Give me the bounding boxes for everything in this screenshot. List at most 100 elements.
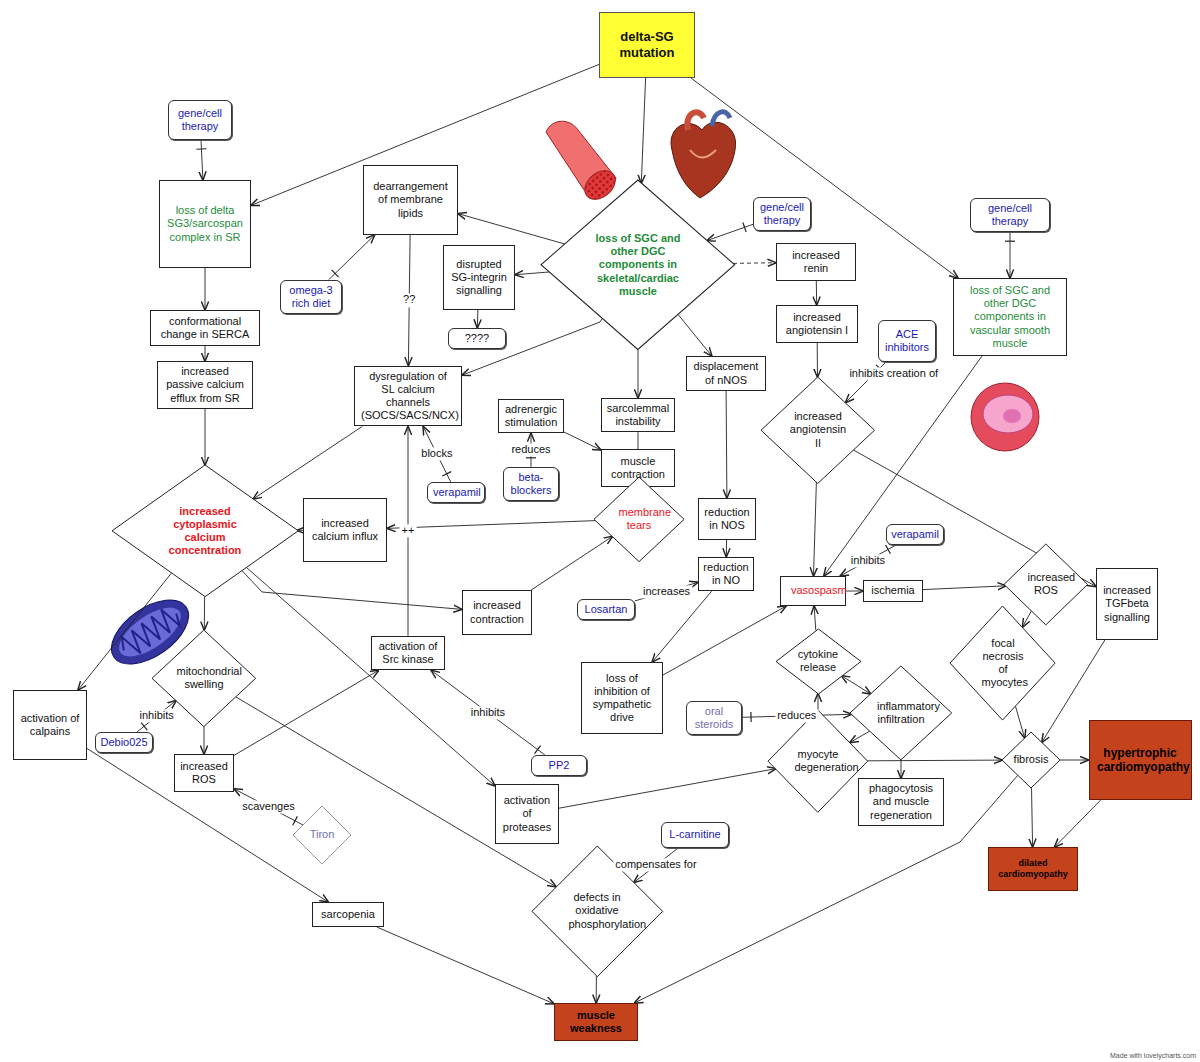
node-text: defects in oxidative phosphorylation xyxy=(569,891,626,931)
connector xyxy=(816,281,817,305)
connector xyxy=(850,731,870,743)
node-text: gene/cell therapy xyxy=(975,202,1045,228)
decision-diamond: increased cytoplasmic calcium concentrat… xyxy=(112,465,298,597)
inhibition-bar xyxy=(535,746,541,754)
connector xyxy=(817,343,818,377)
connector xyxy=(458,214,565,245)
connector xyxy=(87,749,328,903)
decision-diamond: inflammatory infiltration xyxy=(850,666,952,760)
heart-chamber xyxy=(690,150,716,158)
edge-label: increases xyxy=(641,585,692,598)
connector xyxy=(205,268,206,310)
node-text: verapamil xyxy=(433,486,479,499)
connector xyxy=(840,545,896,576)
connector xyxy=(205,346,206,361)
node-text: increased ROS xyxy=(179,760,229,786)
intervention-box: Losartan xyxy=(577,599,635,620)
node-text: L-carnitine xyxy=(669,828,720,841)
node-text: inflammatory infiltration xyxy=(877,700,925,726)
decision-diamond: focal necrosis of myocytes xyxy=(950,606,1055,720)
connector xyxy=(707,224,753,240)
diamond-shape xyxy=(112,465,298,597)
diamond-shape xyxy=(776,629,861,694)
connector xyxy=(377,927,554,1004)
process-box: increased passive calcium efflux from SR xyxy=(157,361,253,409)
process-box: increased renin xyxy=(776,243,856,281)
intervention-box: verapamil xyxy=(886,524,944,545)
connector xyxy=(824,356,982,576)
connector xyxy=(477,310,479,328)
connector xyxy=(253,426,362,499)
node-text: disrupted SG-integrin signalling xyxy=(448,258,510,298)
decision-diamond: myocyte degeneration xyxy=(768,710,868,812)
decision-diamond: increased ROS xyxy=(1004,544,1088,625)
node-text: increased angiotensin I xyxy=(781,311,853,337)
diamond-shape xyxy=(293,806,351,864)
intervention-box: gene/cell therapy xyxy=(970,198,1050,232)
diamond-shape xyxy=(1002,732,1060,788)
process-box: increased angiotensin I xyxy=(776,305,858,343)
decision-diamond: increased angiotensin II xyxy=(761,377,875,483)
process-box: increased TGFbeta signalling xyxy=(1096,568,1158,640)
intervention-box: Debio025 xyxy=(95,732,153,753)
node-text: gene/cell therapy xyxy=(173,107,227,133)
node-text: ???? xyxy=(465,332,489,345)
node-text: increased TGFbeta signalling xyxy=(1101,584,1153,624)
diamond-shape xyxy=(768,710,868,812)
watermark: Made with lovelycharts.com xyxy=(1110,1052,1196,1060)
inhibition-bar xyxy=(1005,241,1015,242)
node-text: Losartan xyxy=(585,603,628,616)
intervention-box: beta-blockers xyxy=(503,467,559,501)
node-text: omega-3 rich diet xyxy=(285,284,337,310)
cell-picture xyxy=(971,383,1039,451)
connector xyxy=(1060,760,1089,761)
connector xyxy=(329,235,375,280)
inhibition-bar xyxy=(886,545,891,554)
node-text: phagocytosis and muscle regeneration xyxy=(863,782,939,822)
connector xyxy=(234,789,303,825)
node-text: mitochondrial swelling xyxy=(176,665,231,691)
node-text: increased cytoplasmic calcium concentrat… xyxy=(158,505,251,558)
inhibition-bar xyxy=(332,270,339,277)
intervention-box: verapamil xyxy=(427,482,485,503)
node-text: muscle weakness xyxy=(559,1009,633,1035)
diamond-shape xyxy=(1004,544,1088,625)
connector xyxy=(814,606,816,630)
connector xyxy=(1016,706,1025,738)
connector xyxy=(901,760,902,778)
process-box: loss of SGC and other DGC components in … xyxy=(953,278,1067,356)
node-text: loss of delta SG3/sarcospan complex in S… xyxy=(164,204,246,244)
connector xyxy=(204,726,205,754)
process-box: dysregulation of SL calcium channels (SO… xyxy=(354,366,462,427)
connector xyxy=(818,694,819,710)
connector xyxy=(205,409,206,465)
inhibition-bar xyxy=(442,472,451,476)
decision-diamond: loss of SGC and other DGC components in … xyxy=(541,180,735,350)
edge-label: compensates for xyxy=(613,859,698,872)
process-box: increased contraction xyxy=(462,590,532,635)
inhibition-bar xyxy=(293,816,298,825)
inhibition-bar xyxy=(743,223,746,232)
decision-diamond: cytokine release xyxy=(776,629,861,694)
node-text: loss of SGC and other DGC components in … xyxy=(588,232,687,298)
node-text: ACE inhibitors xyxy=(883,328,931,354)
cell-outer xyxy=(971,383,1039,451)
intervention-box: ???? xyxy=(448,328,506,349)
connector xyxy=(641,78,645,183)
node-text: dysregulation of SL calcium channels (SO… xyxy=(361,370,455,423)
intervention-box: PP2 xyxy=(531,755,587,776)
process-box: reduction in NO xyxy=(698,557,754,591)
process-box: increased calcium influx xyxy=(303,498,387,562)
node-text: reduction in NO xyxy=(703,561,749,587)
node-text: activation of calpains xyxy=(18,712,82,738)
node-text: displacement of nNOS xyxy=(691,360,761,386)
decision-diamond: fibrosis xyxy=(1002,732,1060,788)
connector xyxy=(638,350,639,398)
diamond-shape xyxy=(950,606,1055,720)
heart-body xyxy=(671,122,736,198)
node-text: loss of SGC and other DGC components in … xyxy=(958,284,1062,350)
heart-vein xyxy=(712,112,730,126)
node-text: increased angiotensin II xyxy=(788,410,848,450)
connector xyxy=(247,568,496,786)
diamond-shape xyxy=(541,180,735,350)
